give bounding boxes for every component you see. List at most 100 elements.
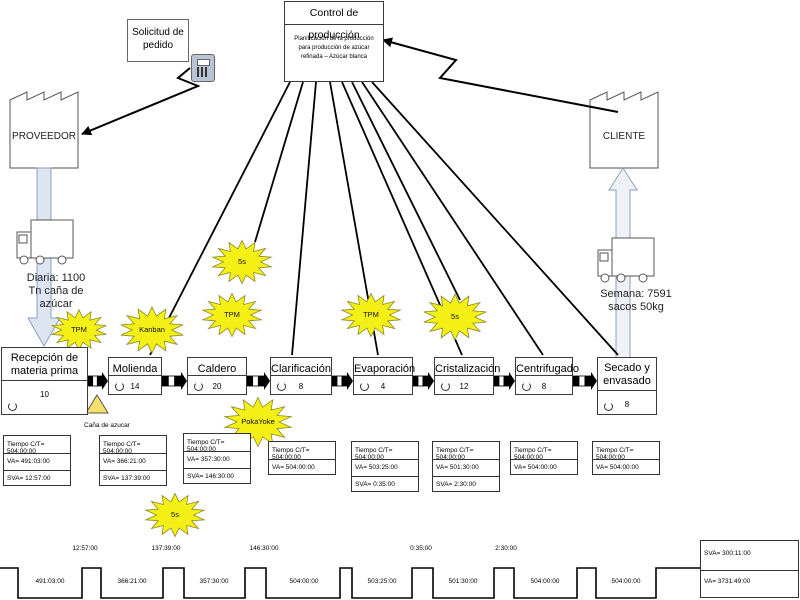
process-name: Evaporación (354, 363, 416, 375)
process-name: Centrifugado (516, 363, 579, 375)
process-name: Cristalización (435, 363, 501, 375)
kaizen-burst-icon (120, 306, 184, 354)
kaizen-burst-label: TPM (224, 310, 240, 319)
timeline-va-label: 504:00:00 (530, 578, 560, 585)
data-box-ct: Tiempo C/T= 504:00:00 (272, 447, 310, 461)
process-operators: 8 (624, 400, 630, 409)
timeline-sva-label: 0:35:00 (410, 545, 432, 552)
operator-icon (360, 382, 369, 391)
data-box-ct: Tiempo C/T= 504:00:00 (596, 447, 634, 461)
data-box-va: VA= 504:00:00 (514, 464, 557, 471)
customer-label: CLIENTE (602, 131, 646, 142)
kaizen-burst-label: 5s (451, 312, 459, 321)
supplier-factory-icon (9, 91, 79, 169)
data-box-va: VA= 357:30:00 (187, 456, 230, 463)
telephone-icon (191, 54, 215, 82)
data-box-ct: Tiempo C/T= 504:00:00 (7, 441, 45, 455)
operator-icon (441, 382, 450, 391)
timeline-va-label: 357:30:00 (199, 578, 229, 585)
kaizen-burst-label: 5s (238, 257, 246, 266)
production-control-title: Control de producción (285, 2, 383, 41)
data-box-ct: Tiempo C/T= 504:00:00 (103, 441, 141, 455)
customer-shipment-label: Semana: 7591 sacos 50kg (600, 288, 672, 313)
kaizen-burst-label: TPM (363, 310, 379, 319)
customer-factory-icon (589, 91, 659, 169)
data-box-va: VA= 503:25:00 (355, 464, 398, 471)
kaizen-burst-icon (340, 292, 402, 338)
process-name: Molienda (112, 363, 158, 375)
production-control-description: Planificación de la producción para prod… (294, 36, 374, 60)
process-operators: 12 (459, 382, 469, 391)
operator-icon (194, 382, 203, 391)
process-box: Cristalización 12 (434, 357, 501, 395)
push-arrows (87, 372, 597, 390)
data-box-ct: Tiempo C/T= 504:00:00 (355, 447, 393, 461)
total-summary-box: SVA= 300:11:00 VA= 3731:49:00 (700, 540, 799, 598)
data-box-sva: SVA= 0:35:00 (355, 481, 395, 488)
process-box: Secado y envasado 8 (597, 357, 657, 415)
inventory-triangle-icon (85, 394, 109, 414)
kaizen-burst-label: PokaYoke (241, 417, 275, 426)
total-sva: SVA= 300:11:00 (704, 550, 751, 557)
operator-icon (277, 382, 286, 391)
supplier-truck-icon (16, 219, 74, 265)
timeline-sva-label: 12:57:00 (72, 545, 98, 552)
process-name: Secado y envasado (603, 362, 651, 387)
process-operators: 14 (130, 382, 140, 391)
process-operators: 4 (380, 382, 386, 391)
operator-icon (604, 402, 613, 411)
process-operators: 10 (40, 390, 49, 399)
supplier-label: PROVEEDOR (12, 131, 76, 142)
timeline-sva-label: 146:30:00 (249, 545, 279, 552)
data-box-ct: Tiempo C/T= 504:00:00 (514, 447, 552, 461)
data-box-va: VA= 366:21:00 (103, 458, 146, 465)
total-va: VA= 3731:49:00 (704, 578, 751, 585)
process-name: Clarificación (271, 363, 331, 375)
data-box-ct: Tiempo C/T= 504:00:00 (436, 447, 474, 461)
control-to-process-lines (149, 81, 619, 356)
data-box-sva: SVA= 2:30:00 (436, 481, 476, 488)
data-box-va: VA= 504:00:00 (596, 464, 639, 471)
order-request-box: Solicitud de pedido (127, 19, 189, 62)
process-name: Caldero (197, 363, 237, 375)
supplier-delivery-label: Diaria: 1100 Tn caña de azúcar (26, 272, 86, 310)
data-box-va: VA= 491:03:00 (7, 458, 50, 465)
kaizen-burst-label: TPM (71, 325, 87, 334)
info-flow-lines (81, 37, 619, 136)
process-box: Molienda 14 (108, 357, 162, 395)
operator-icon (115, 382, 124, 391)
data-box-ct: Tiempo C/T= 504:00:00 (187, 439, 225, 453)
kaizen-burst-icon (144, 492, 206, 538)
process-operators: 8 (541, 382, 547, 391)
process-box: Recepción de materia prima 10 (1, 347, 88, 415)
process-box: Evaporación 4 (353, 357, 416, 395)
process-name: Recepción de materia prima (10, 352, 79, 377)
timeline-va-label: 366:21:00 (117, 578, 147, 585)
kaizen-burst-icon (201, 292, 263, 338)
production-control-box: Control de producción Planificación de l… (284, 1, 384, 82)
data-box-va: VA= 504:00:00 (272, 464, 315, 471)
operator-icon (8, 402, 17, 411)
data-box-sva: SVA= 146:30:00 (187, 473, 235, 480)
data-box-sva: SVA= 137:39:00 (103, 475, 151, 482)
timeline-sva-label: 2:30:00 (495, 545, 517, 552)
process-box: Centrifugado 8 (515, 357, 579, 395)
kaizen-burst-icon (423, 293, 487, 341)
process-operators: 8 (298, 382, 304, 391)
data-box-sva: SVA= 12:57:00 (7, 475, 51, 482)
timeline-sva-label: 137:39:00 (151, 545, 181, 552)
timeline-va-label: 504:00:00 (289, 578, 319, 585)
kaizen-burst-label: Kanban (139, 325, 165, 334)
data-box-va: VA= 501:30:00 (436, 464, 479, 471)
timeline-va-label: 491:03:00 (35, 578, 65, 585)
order-request-label: Solicitud de pedido (132, 27, 184, 51)
